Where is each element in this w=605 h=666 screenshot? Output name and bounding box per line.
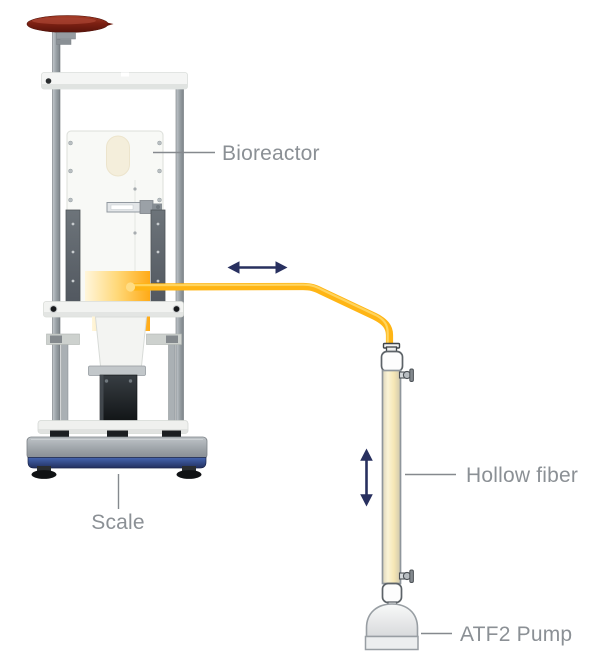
transfer-tubing: [125, 282, 394, 351]
column-body: [381, 369, 402, 585]
scale-foot-right: [176, 466, 202, 479]
rail-screws: [71, 222, 160, 283]
tube-port-dot: [125, 282, 136, 292]
column-port-bottom: [398, 569, 414, 583]
leader-lines: [117, 151, 456, 635]
motor-shelf: [88, 365, 146, 376]
atf2-pump-dome: [365, 603, 419, 638]
column-top-connector: [380, 350, 404, 373]
stand-post-inner-right: [168, 339, 176, 425]
atf2-pump-base: [364, 635, 419, 651]
vessel-pedestal: [94, 316, 148, 367]
vertical-flow-arrow-icon: [360, 448, 373, 507]
scale-blue-stripe: [27, 457, 207, 469]
crossbar-screw: [45, 78, 52, 84]
crossbar-screw: [49, 305, 58, 313]
atf2-pump-label: ATF2 Pump: [460, 623, 572, 646]
stand-feet-blocks: [50, 430, 181, 439]
mid-crossbar: [43, 301, 184, 318]
scale-platform: [26, 436, 208, 479]
hollow-fiber-column: [380, 342, 414, 611]
scale-foot-left: [31, 466, 57, 479]
vessel-edge-screws: [68, 140, 162, 203]
hollow-fiber-label: Hollow fiber: [466, 464, 578, 487]
top-crossbar: [41, 72, 188, 90]
dip-tube-probe: [106, 200, 162, 214]
stirrer-motor-disc: [26, 15, 114, 33]
horizontal-flow-arrow-icon: [227, 261, 288, 274]
support-brackets: [46, 333, 182, 345]
column-port-top: [398, 368, 414, 382]
bioreactor-label: Bioreactor: [222, 142, 320, 165]
column-bottom-connector: [381, 582, 403, 604]
vessel-window: [106, 135, 130, 177]
crossbar-screw: [172, 305, 181, 313]
motor-coupling: [56, 32, 76, 45]
drive-motor-block: [99, 374, 138, 424]
atf2-pump: [364, 603, 419, 651]
stand-pole-right: [175, 85, 184, 427]
stand-post-inner-left: [61, 339, 69, 425]
scale-label: Scale: [91, 511, 145, 534]
